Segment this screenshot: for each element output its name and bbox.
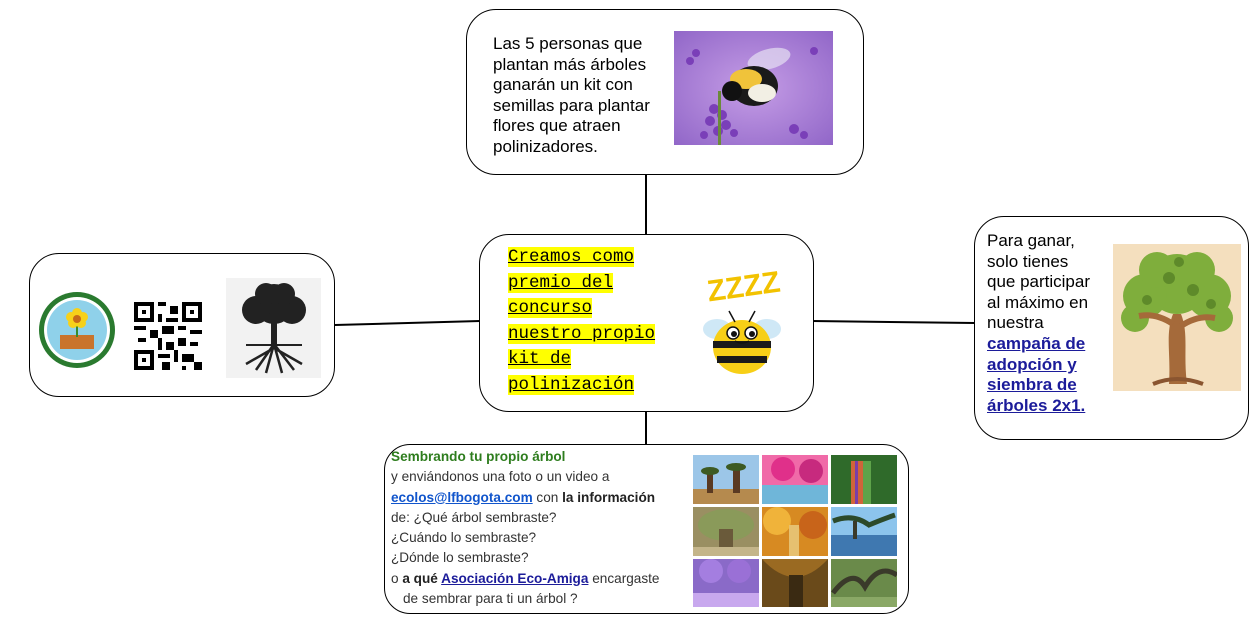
bumblebee-photo: [674, 31, 833, 145]
bottom-line-2: ecolos@lfbogota.com con la información: [391, 489, 656, 505]
right-node-body: Para ganar, solo tienes que participar a…: [987, 231, 1091, 333]
bottom-question-2: ¿Cuándo lo sembraste?: [391, 530, 537, 546]
tree-with-roots-drawing: [226, 278, 321, 378]
bottom-question-3: ¿Dónde lo sembraste?: [391, 550, 529, 566]
adoption-campaign-link[interactable]: campaña de adopción y siembra de árboles…: [987, 333, 1086, 415]
tree-photo-collage: [693, 455, 897, 607]
bottom-line-1: y enviándonos una foto o un video a: [391, 469, 610, 485]
top-node-text: Las 5 personas que plantan más árboles g…: [493, 34, 650, 156]
center-line-1: Creamos como: [508, 247, 635, 267]
email-link[interactable]: ecolos@lfbogota.com: [391, 489, 533, 505]
bottom-title: Sembrando tu propio árbol: [391, 449, 566, 464]
bottom-question-1: de: ¿Qué árbol sembraste?: [391, 509, 557, 525]
center-line-5: kit de: [508, 349, 572, 369]
bottom-node: Sembrando tu propio árbol y enviándonos …: [384, 444, 909, 614]
qr-code: [134, 302, 202, 370]
right-node-text: Para ganar, solo tienes que participar a…: [987, 231, 1099, 416]
center-node-text: Creamos como premio del concurso nuestro…: [508, 245, 693, 398]
center-line-2: premio del: [508, 272, 614, 293]
connector-left: [334, 320, 481, 326]
bottom-node-text: Sembrando tu propio árbol y enviándonos …: [391, 447, 691, 609]
center-line-6: polinización: [508, 374, 635, 395]
bee-sound-text: ZZZZ: [705, 267, 782, 308]
center-node: Creamos como premio del concurso nuestro…: [479, 234, 814, 412]
cartoon-tree-illustration: [1113, 244, 1241, 391]
bottom-last-line: de sembrar para ti un árbol ?: [403, 591, 578, 607]
cartoon-bee-icon: ZZZZ: [695, 267, 790, 379]
eco-amiga-link[interactable]: Asociación Eco-Amiga: [441, 570, 589, 586]
center-line-3: concurso: [508, 298, 593, 318]
center-line-4: nuestro propio: [508, 323, 656, 344]
bottom-line-association: o a qué Asociación Eco-Amiga encargaste: [391, 570, 660, 586]
connector-right: [811, 320, 976, 324]
right-node: Para ganar, solo tienes que participar a…: [974, 216, 1249, 440]
top-node: Las 5 personas que plantan más árboles g…: [466, 9, 864, 175]
ecological-committee-logo: [38, 291, 116, 369]
left-node: [29, 253, 335, 397]
